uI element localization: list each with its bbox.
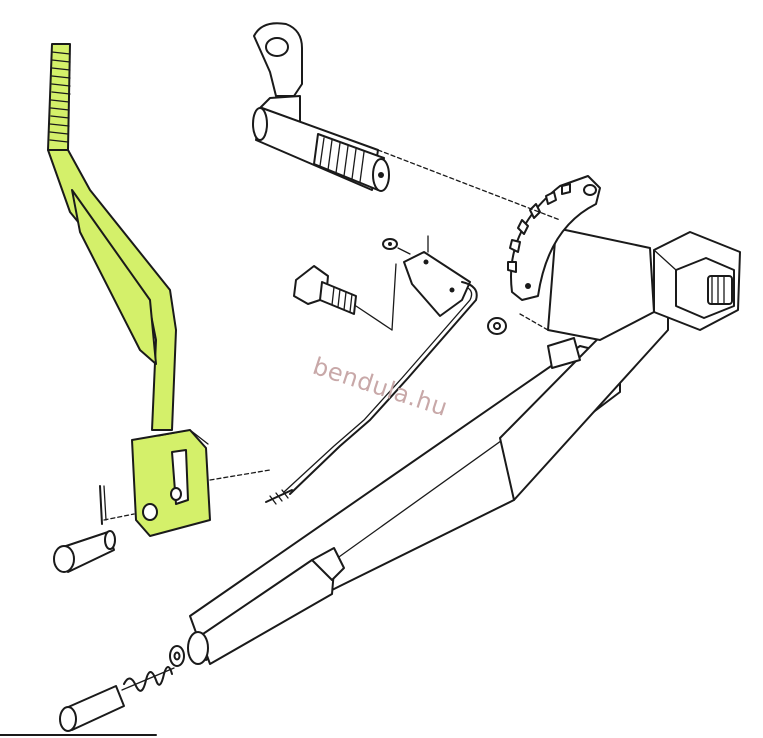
rod-washer	[487, 317, 507, 335]
shift-rail	[187, 227, 741, 665]
selector-arm	[252, 22, 390, 192]
cotter-pin	[99, 485, 107, 525]
highlighted-gear-lever	[47, 43, 211, 537]
clip-washer	[382, 238, 411, 255]
lever-coil-rings	[49, 51, 71, 143]
gear-sector	[507, 175, 601, 301]
bolt-threads	[331, 286, 353, 313]
detent-spring	[121, 666, 175, 692]
leader-lines	[103, 149, 561, 521]
detent-plunger	[59, 685, 125, 732]
interlock-rod	[265, 281, 478, 505]
housing-gear	[707, 275, 733, 305]
shoulder-bolt	[293, 263, 397, 331]
interlock-plate	[403, 235, 471, 317]
sector-teeth	[507, 183, 571, 273]
clevis-pin	[53, 530, 116, 573]
spring-washer	[169, 645, 185, 667]
shaft-splines	[319, 137, 365, 183]
